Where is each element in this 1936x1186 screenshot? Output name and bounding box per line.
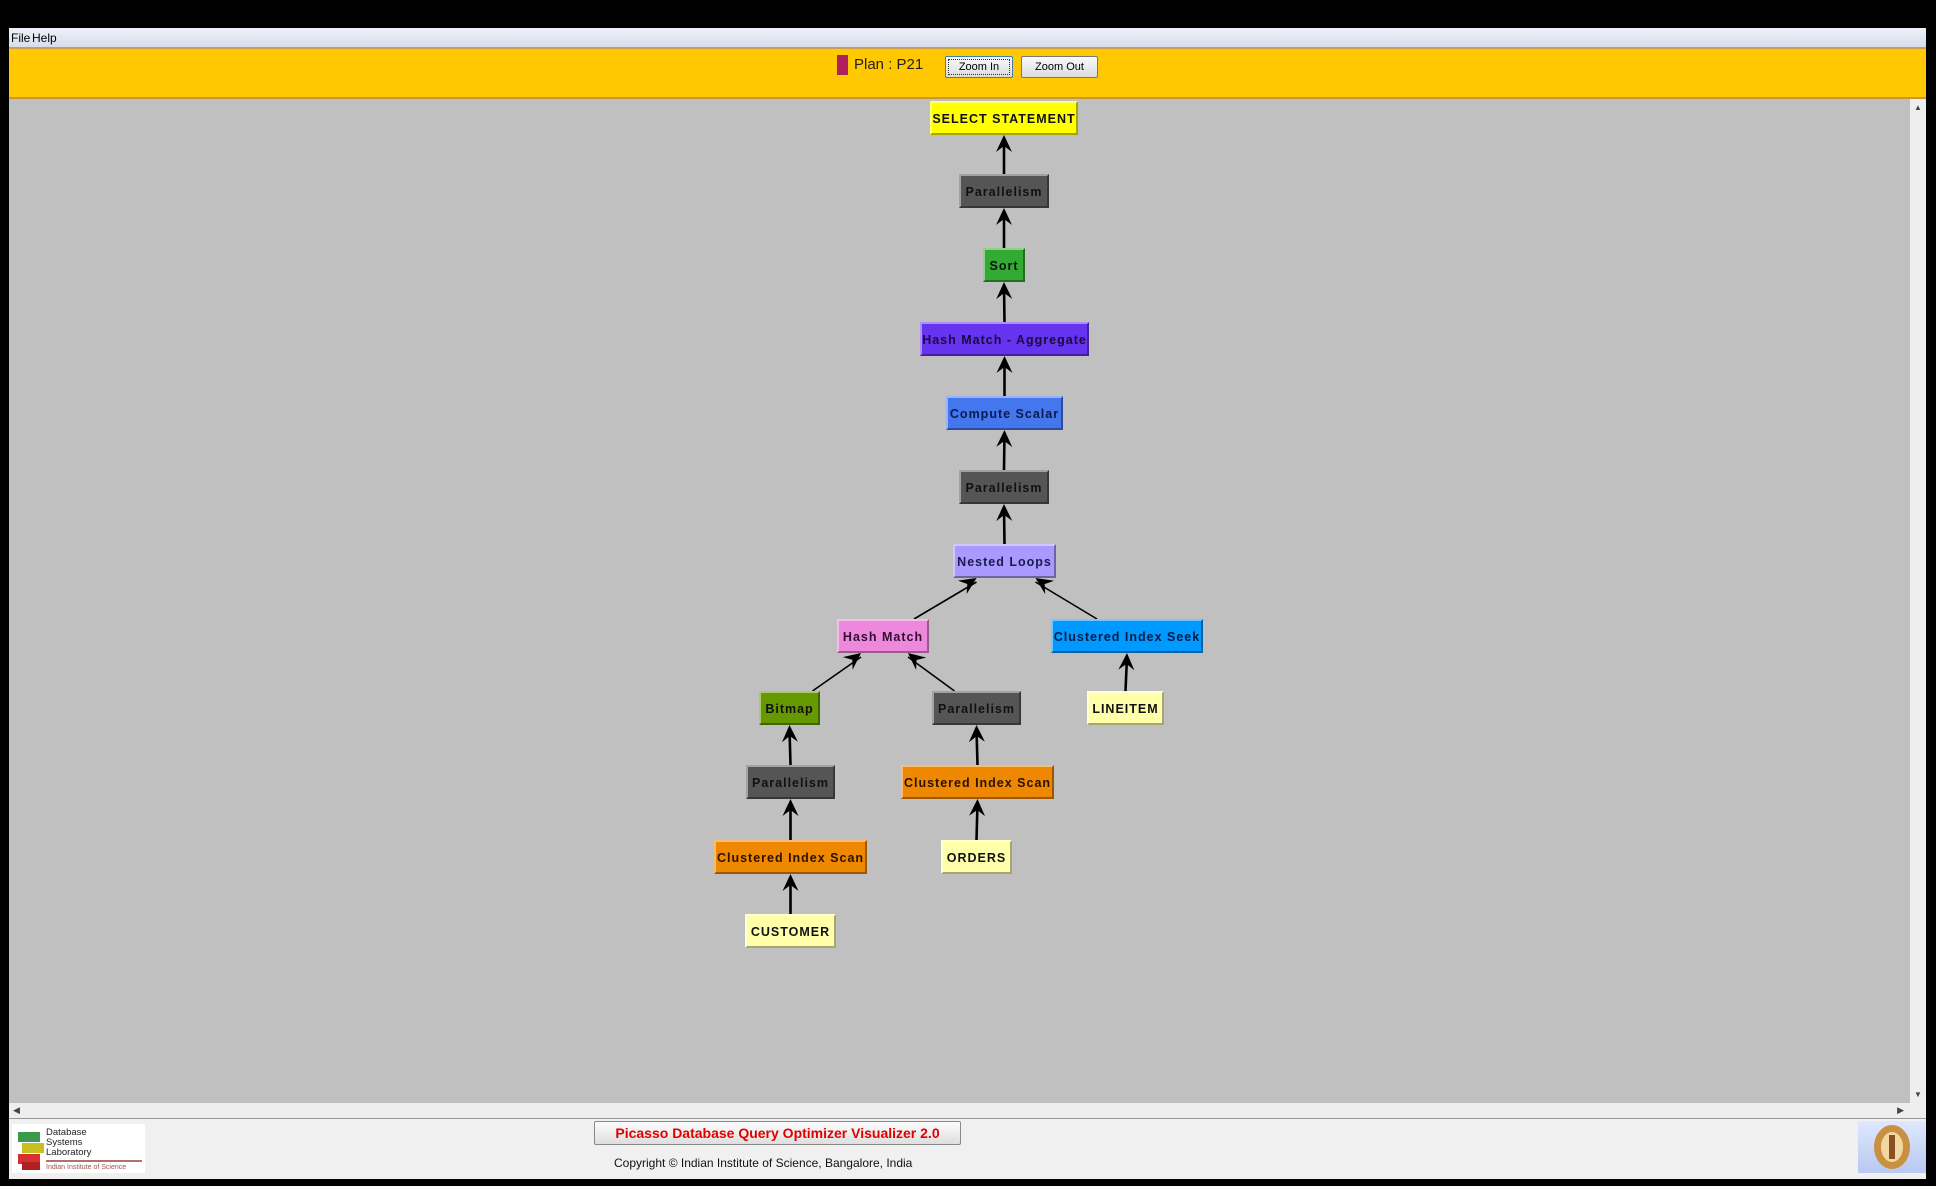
logo-text: Systems [46,1137,83,1148]
arrowhead-icon [908,653,927,670]
arrowhead-icon [957,578,977,595]
plan-edge [913,581,977,620]
arrowhead-icon [782,874,799,891]
arrowhead-icon [782,799,799,816]
plan-node-clustered-index-scan[interactable]: Clustered Index Scan [901,765,1054,799]
scroll-up-arrow[interactable]: ▲ [1914,103,1922,112]
plan-node-parallelism[interactable]: Parallelism [746,765,835,799]
plan-node-nested-loops[interactable]: Nested Loops [953,544,1056,578]
plan-node-bitmap[interactable]: Bitmap [759,691,820,725]
plan-node-orders[interactable]: ORDERS [941,840,1012,874]
plan-node-parallelism[interactable]: Parallelism [959,174,1049,208]
dsl-logo: Database Systems Laboratory Indian Insti… [12,1124,145,1173]
copyright-text: Copyright © Indian Institute of Science,… [614,1156,913,1170]
arrowhead-icon [996,208,1012,225]
plan-label: Plan : P21 [854,56,924,73]
scroll-right-arrow[interactable]: ▶ [1897,1105,1904,1115]
horizontal-scrollbar[interactable]: ◀▶ [9,1103,1926,1119]
scroll-down-arrow[interactable]: ▼ [1914,1090,1922,1099]
plan-edge [1035,581,1098,620]
plan-color-swatch [837,55,848,75]
plan-node-customer[interactable]: CUSTOMER [745,914,836,948]
vertical-scrollbar[interactable]: ▲▼ [1910,99,1926,1103]
scroll-left-arrow[interactable]: ◀ [13,1105,20,1115]
logo-text: Database [46,1127,87,1138]
dsl-blocks-icon [18,1132,44,1170]
menu-help[interactable]: Help [32,31,57,45]
plan-edges [781,135,1135,914]
plan-node-compute-scalar[interactable]: Compute Scalar [946,396,1063,430]
plan-node-parallelism[interactable]: Parallelism [959,470,1049,504]
iisc-emblem-icon [1858,1121,1926,1173]
logo-text: Laboratory [46,1147,92,1158]
plan-node-hash-match-aggregate[interactable]: Hash Match - Aggregate [920,322,1089,356]
zoom-out-button[interactable]: Zoom Out [1021,56,1098,78]
app-title-button[interactable]: Picasso Database Query Optimizer Visuali… [594,1121,961,1145]
arrowhead-icon [1118,653,1135,671]
arrowhead-icon [781,725,798,743]
arrowhead-icon [968,725,985,743]
zoom-in-button[interactable]: Zoom In [945,56,1013,78]
arrowhead-icon [996,504,1013,522]
arrowhead-icon [1035,578,1055,595]
arrowhead-icon [842,653,861,670]
footer: Database Systems Laboratory Indian Insti… [9,1119,1926,1179]
plan-node-parallelism[interactable]: Parallelism [932,691,1021,725]
plan-node-clustered-index-seek[interactable]: Clustered Index Seek [1051,619,1203,653]
menu-bar: File Help [9,28,1926,47]
plan-node-clustered-index-scan[interactable]: Clustered Index Scan [714,840,867,874]
plan-node-hash-match[interactable]: Hash Match [837,619,929,653]
plan-node-lineitem[interactable]: LINEITEM [1087,691,1164,725]
arrowhead-icon [996,135,1012,152]
plan-node-select-statement[interactable]: SELECT STATEMENT [930,101,1078,135]
toolbar: Plan : P21 Zoom In Zoom Out [9,47,1926,99]
plan-node-sort[interactable]: Sort [983,248,1025,282]
arrowhead-icon [969,799,986,817]
logo-text: Indian Institute of Science [46,1164,127,1171]
menu-file[interactable]: File [11,31,31,45]
arrowhead-icon [996,356,1013,373]
arrowhead-icon [996,430,1013,448]
arrowhead-icon [996,282,1013,300]
